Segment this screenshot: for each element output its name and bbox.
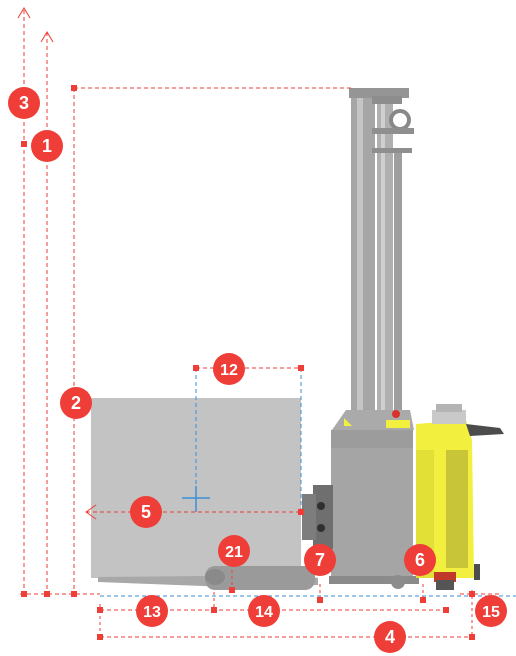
marker-circle (304, 544, 336, 576)
marker-circle (8, 87, 40, 119)
marker-label: 13 (143, 604, 161, 621)
dimension-endpoints (21, 85, 475, 640)
marker-circle (248, 595, 280, 627)
marker-14: 14 (248, 595, 280, 627)
marker-circle (60, 387, 92, 419)
marker-7: 7 (304, 544, 336, 576)
operator-body (391, 404, 504, 590)
marker-label: 7 (315, 550, 325, 570)
marker-circle (136, 595, 168, 627)
marker-circle (130, 496, 162, 528)
marker-label: 21 (225, 544, 243, 561)
marker-label: 1 (42, 136, 52, 156)
marker-label: 4 (385, 627, 395, 647)
marker-circle (213, 353, 245, 385)
marker-21: 21 (218, 535, 250, 567)
dimension-lines (17, 7, 500, 640)
marker-label: 12 (220, 362, 238, 379)
marker-circle (475, 595, 507, 627)
marker-circle (374, 621, 406, 653)
marker-label: 5 (141, 502, 151, 522)
marker-label: 14 (255, 604, 273, 621)
marker-circle (31, 130, 63, 162)
marker-circle (404, 544, 436, 576)
marker-label: 6 (415, 550, 425, 570)
load-center-lines (100, 368, 516, 597)
marker-label: 15 (482, 604, 500, 621)
chassis (302, 410, 419, 584)
marker-2: 2 (60, 387, 92, 419)
marker-6: 6 (404, 544, 436, 576)
marker-13: 13 (136, 595, 168, 627)
marker-15: 15 (475, 595, 507, 627)
marker-12: 12 (213, 353, 245, 385)
marker-5: 5 (130, 496, 162, 528)
marker-4: 4 (374, 621, 406, 653)
marker-circle (218, 535, 250, 567)
marker-3: 3 (8, 87, 40, 119)
marker-label: 2 (71, 393, 81, 413)
marker-1: 1 (31, 130, 63, 162)
marker-label: 3 (19, 93, 29, 113)
